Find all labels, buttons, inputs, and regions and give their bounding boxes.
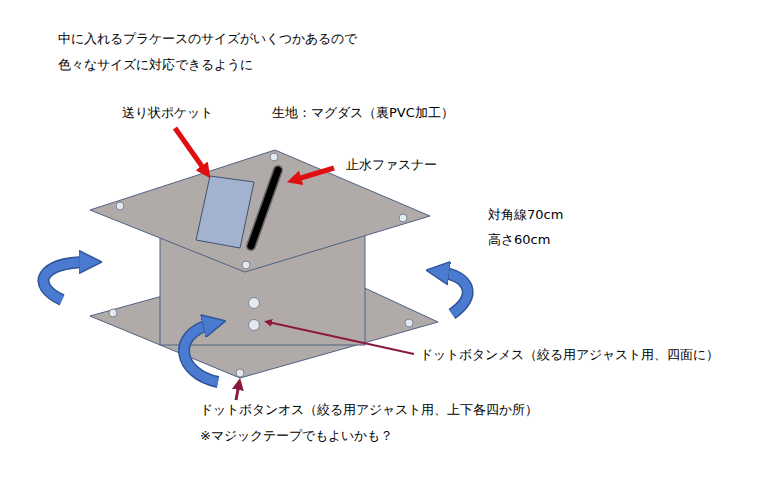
callout-arrow [175, 128, 206, 172]
rotate-arrow [184, 324, 218, 382]
rotate-arrow [43, 262, 88, 300]
part-label: 止水ファスナー [346, 156, 437, 174]
part-label: ドットボタンオス（絞る用アジャスト用、上下各四か所） [200, 401, 538, 419]
rotate-arrow [440, 272, 468, 314]
leader-line [268, 322, 414, 354]
note-text: 中に入れるプラケースのサイズがいくつかあるので 色々なサイズに対応できるように [58, 26, 418, 78]
leader-line [236, 384, 239, 400]
snap-dots [109, 153, 413, 377]
rotate-arrow [43, 262, 88, 300]
material-label: 生地：マグダス（裏PVC加工） [272, 104, 454, 122]
dimension-label: 高さ60cm [488, 231, 550, 249]
part-label: ドットボタンメス（絞る用アジャスト用、四面に） [420, 346, 719, 364]
zipper [251, 170, 278, 246]
callout-arrow [294, 168, 334, 180]
waybill-pocket [196, 176, 254, 248]
part-label: 送り状ポケット [122, 104, 213, 122]
rotate-arrow [184, 324, 218, 382]
zipper-edge [251, 170, 278, 246]
note-text: ※マジックテープでもよいかも？ [200, 427, 393, 445]
dimension-label: 対角線70cm [488, 206, 563, 224]
rotate-arrow [440, 272, 468, 314]
